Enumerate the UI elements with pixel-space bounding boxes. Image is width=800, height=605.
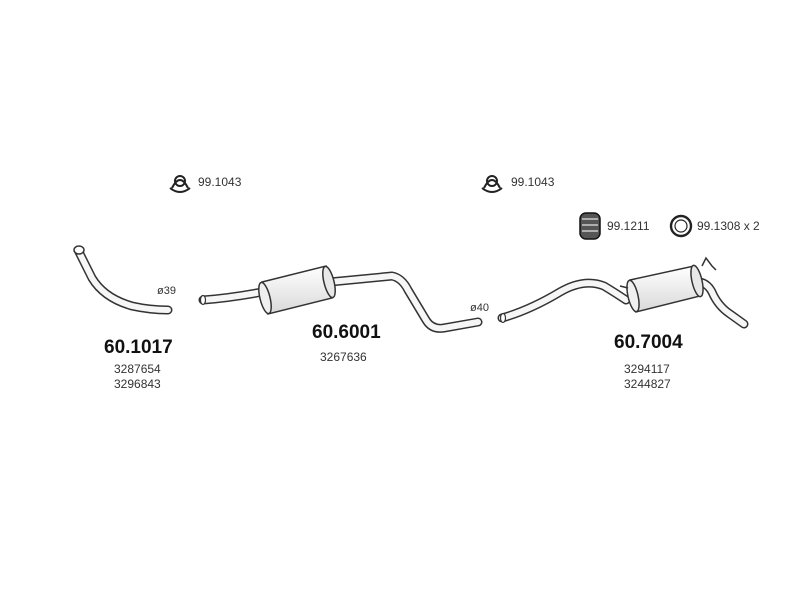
clamp-icon: [481, 175, 503, 193]
rubber-mount-label: 99.1211: [607, 219, 650, 233]
front-pipe-ref-1: 3287654: [114, 362, 161, 376]
ring-label: 99.1308 x 2: [697, 219, 760, 233]
rear-silencer-number: 60.7004: [614, 332, 683, 353]
rubber-mount-icon: [579, 212, 601, 240]
front-pipe-number: 60.1017: [104, 337, 173, 358]
center-silencer-diameter: ø40: [470, 302, 489, 314]
center-silencer-number: 60.6001: [312, 322, 381, 343]
clamp-left-label: 99.1043: [198, 175, 242, 189]
clamp-right-label: 99.1043: [511, 175, 555, 189]
ring-icon: [669, 214, 693, 238]
rear-silencer-ref-1: 3294117: [624, 362, 670, 376]
rear-silencer-drawing: [497, 256, 749, 329]
front-pipe-ref-2: 3296843: [114, 377, 161, 391]
front-pipe-drawing: [73, 245, 173, 315]
rear-silencer-ref-2: 3244827: [624, 377, 671, 391]
clamp-icon: [169, 175, 191, 193]
center-silencer-drawing: [198, 265, 483, 333]
front-pipe-diameter: ø39: [157, 285, 176, 297]
center-silencer-ref-1: 3267636: [320, 350, 367, 364]
